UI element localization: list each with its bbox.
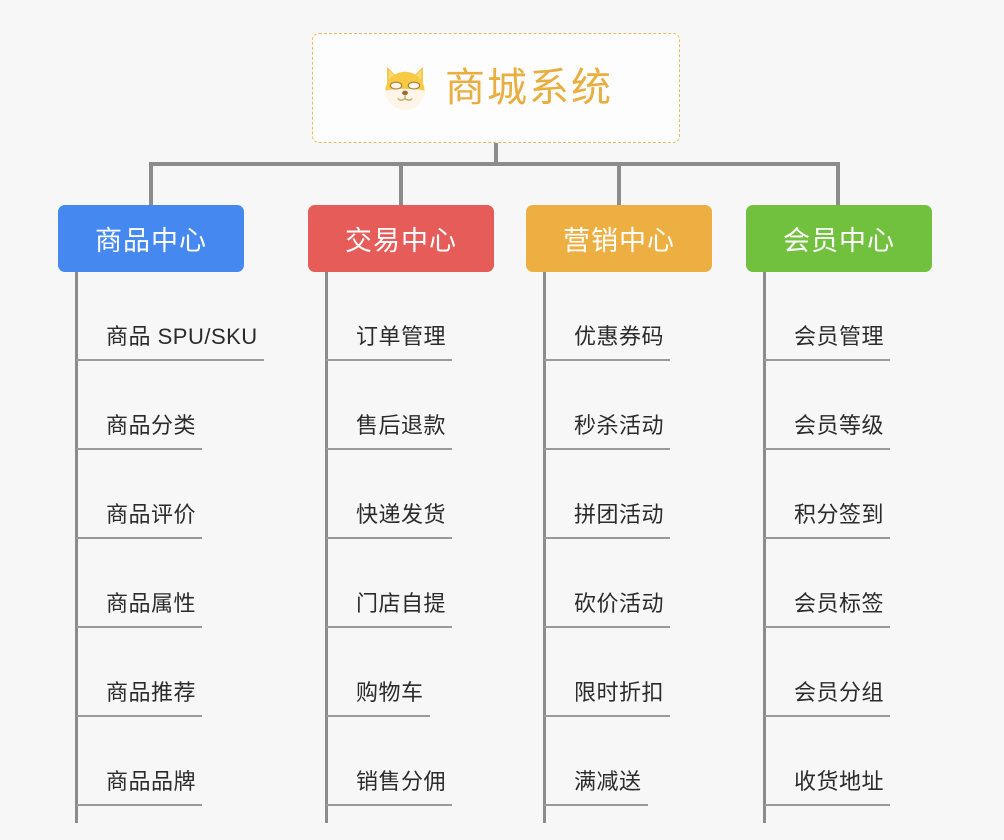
leaf-item-underline — [326, 448, 452, 450]
leaf-item-label: 会员管理 — [794, 324, 885, 349]
leaf-item-underline — [76, 715, 202, 717]
connector-drop-1 — [149, 162, 153, 207]
leaf-item-label: 砍价活动 — [574, 591, 665, 616]
leaf-column-marketing: 优惠券码秒杀活动拼团活动砍价活动限时折扣满减送 — [526, 272, 741, 823]
root-title: 商城系统 — [445, 66, 613, 110]
leaf-item-underline — [544, 359, 670, 361]
connector-root-stem — [494, 143, 498, 166]
leaf-item-label: 拼团活动 — [574, 502, 665, 527]
leaf-item-underline — [544, 626, 670, 628]
leaf-item-underline — [76, 626, 202, 628]
leaf-item-underline — [544, 448, 670, 450]
leaf-item-label: 商品属性 — [106, 591, 197, 616]
connector-drop-3 — [617, 162, 621, 207]
leaf-item[interactable]: 快递发货 — [308, 450, 523, 539]
leaf-item[interactable]: 会员等级 — [746, 361, 961, 450]
leaf-item-underline — [764, 537, 890, 539]
category-header-member[interactable]: 会员中心 — [746, 205, 932, 272]
leaf-item-label: 优惠券码 — [574, 324, 665, 349]
leaf-item-underline — [76, 804, 202, 806]
category-header-label: 会员中心 — [783, 226, 895, 256]
leaf-item[interactable]: 订单管理 — [308, 272, 523, 361]
leaf-item-label: 秒杀活动 — [574, 413, 665, 438]
leaf-item-underline — [326, 359, 452, 361]
category-header-label: 营销中心 — [563, 226, 675, 256]
leaf-item-label: 满减送 — [574, 769, 642, 794]
category-header-marketing[interactable]: 营销中心 — [526, 205, 712, 272]
connector-drop-2 — [399, 162, 403, 207]
leaf-item-underline — [764, 715, 890, 717]
leaf-item-underline — [76, 537, 202, 539]
leaf-item[interactable]: 砍价活动 — [526, 539, 741, 628]
connector-drop-4 — [836, 162, 840, 207]
leaf-item-label: 商品 SPU/SKU — [106, 324, 258, 349]
leaf-item[interactable]: 销售分佣 — [308, 717, 523, 806]
leaf-item-label: 购物车 — [356, 680, 424, 705]
leaf-item-underline — [764, 448, 890, 450]
column-spine-trade — [325, 272, 328, 823]
leaf-item[interactable]: 商品 SPU/SKU — [58, 272, 273, 361]
leaf-item-underline — [76, 359, 264, 361]
leaf-item-label: 会员分组 — [794, 680, 885, 705]
leaf-column-product: 商品 SPU/SKU 商品分类商品评价商品属性商品推荐商品品牌 — [58, 272, 273, 823]
leaf-item-label: 销售分佣 — [356, 769, 447, 794]
shiba-inu-dog-face-icon — [385, 66, 425, 110]
leaf-item-underline — [326, 626, 452, 628]
leaf-item[interactable]: 限时折扣 — [526, 628, 741, 717]
leaf-item[interactable]: 会员管理 — [746, 272, 961, 361]
leaf-item-underline — [544, 804, 648, 806]
leaf-item[interactable]: 商品属性 — [58, 539, 273, 628]
leaf-item-label: 订单管理 — [356, 324, 447, 349]
leaf-item[interactable]: 商品品牌 — [58, 717, 273, 806]
leaf-item-underline — [326, 537, 452, 539]
leaf-item-label: 会员等级 — [794, 413, 885, 438]
leaf-item-label: 积分签到 — [794, 502, 885, 527]
leaf-item-underline — [326, 804, 452, 806]
leaf-item-underline — [764, 359, 890, 361]
column-spine-marketing — [543, 272, 546, 823]
leaf-item-label: 商品分类 — [106, 413, 197, 438]
leaf-item-label: 限时折扣 — [574, 680, 665, 705]
leaf-column-trade: 订单管理售后退款快递发货门店自提购物车销售分佣 — [308, 272, 523, 823]
leaf-item[interactable]: 商品评价 — [58, 450, 273, 539]
leaf-item-underline — [544, 715, 670, 717]
leaf-column-member: 会员管理会员等级积分签到会员标签会员分组收货地址 — [746, 272, 961, 823]
leaf-item[interactable]: 秒杀活动 — [526, 361, 741, 450]
leaf-item[interactable]: 拼团活动 — [526, 450, 741, 539]
leaf-item-underline — [76, 448, 202, 450]
leaf-item-underline — [326, 715, 430, 717]
leaf-item-label: 商品推荐 — [106, 680, 197, 705]
category-header-label: 交易中心 — [345, 226, 457, 256]
leaf-item[interactable]: 商品分类 — [58, 361, 273, 450]
category-header-trade[interactable]: 交易中心 — [308, 205, 494, 272]
leaf-item[interactable]: 商品推荐 — [58, 628, 273, 717]
leaf-item-label: 商品评价 — [106, 502, 197, 527]
leaf-item-underline — [764, 804, 890, 806]
leaf-item[interactable]: 优惠券码 — [526, 272, 741, 361]
leaf-item-underline — [764, 626, 890, 628]
leaf-item[interactable]: 售后退款 — [308, 361, 523, 450]
leaf-item[interactable]: 门店自提 — [308, 539, 523, 628]
leaf-item[interactable]: 满减送 — [526, 717, 741, 806]
leaf-item-label: 快递发货 — [356, 502, 447, 527]
category-header-product[interactable]: 商品中心 — [58, 205, 244, 272]
connector-horizontal-bus — [149, 162, 840, 166]
leaf-item-label: 门店自提 — [356, 591, 447, 616]
leaf-item-label: 会员标签 — [794, 591, 885, 616]
root-node[interactable]: 商城系统 — [312, 33, 680, 143]
leaf-item[interactable]: 收货地址 — [746, 717, 961, 806]
leaf-item-underline — [544, 537, 670, 539]
leaf-item[interactable]: 会员标签 — [746, 539, 961, 628]
category-header-label: 商品中心 — [95, 226, 207, 256]
column-spine-member — [763, 272, 766, 823]
leaf-item-label: 收货地址 — [794, 769, 885, 794]
leaf-item[interactable]: 购物车 — [308, 628, 523, 717]
leaf-item[interactable]: 积分签到 — [746, 450, 961, 539]
leaf-item[interactable]: 会员分组 — [746, 628, 961, 717]
leaf-item-label: 售后退款 — [356, 413, 447, 438]
leaf-item-label: 商品品牌 — [106, 769, 197, 794]
column-spine-product — [75, 272, 78, 823]
